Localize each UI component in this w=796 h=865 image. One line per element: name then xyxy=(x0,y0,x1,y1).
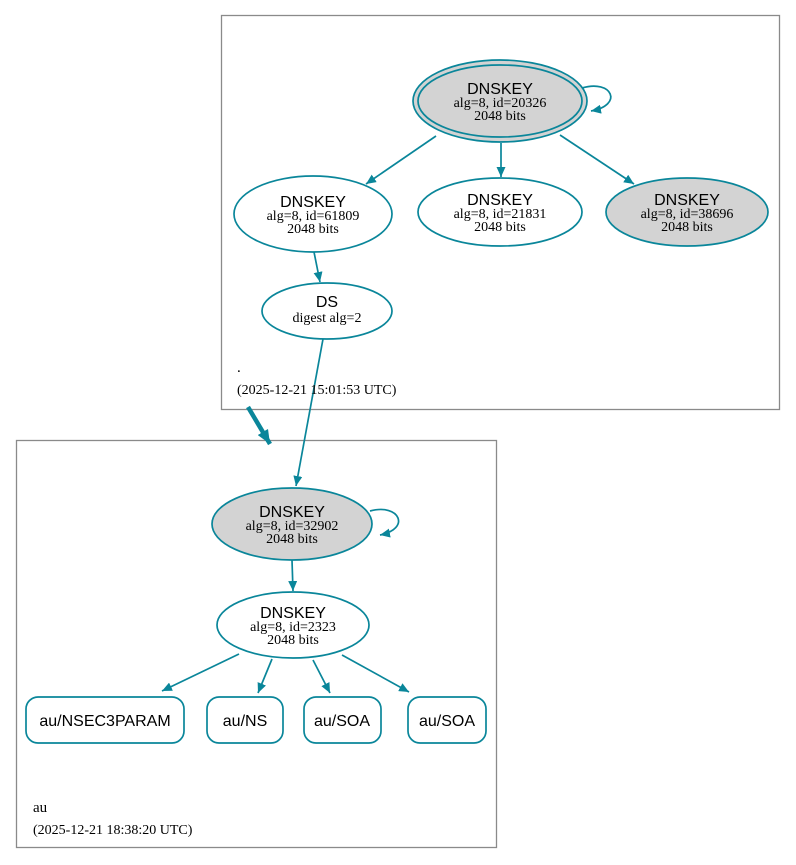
node-root-dnskey-38696[interactable]: DNSKEY alg=8, id=38696 2048 bits xyxy=(605,177,769,247)
root-dnskey-61809-ellipse[interactable] xyxy=(233,175,393,253)
rrset-soa-2-label: au/SOA xyxy=(419,713,475,730)
ds-digest-alg: digest alg=2 xyxy=(293,311,362,326)
edge-zsk-to-ns xyxy=(257,658,273,694)
edge-ds-to-au-ksk xyxy=(293,338,324,487)
au-zsk-title: DNSKEY xyxy=(260,605,326,622)
root-ksk-bits: 2048 bits xyxy=(474,109,526,124)
au-zone-name: au xyxy=(33,800,48,816)
root-dnskey-21831-bits: 2048 bits xyxy=(474,220,526,235)
root-dnskey-21831-ellipse[interactable] xyxy=(417,177,583,247)
node-root-ksk-20326[interactable]: DNSKEY alg=8, id=20326 2048 bits xyxy=(412,59,588,143)
edge-zsk-to-soa-1 xyxy=(312,659,331,694)
edge-root-ksk-to-dnskey-61809 xyxy=(365,135,437,185)
au-zsk-alg-id: alg=8, id=2323 xyxy=(250,620,336,635)
rrset-soa-2-box[interactable] xyxy=(407,696,487,744)
root-dnskey-38696-ellipse[interactable] xyxy=(605,177,769,247)
edge-dnskey-61809-to-ds xyxy=(313,251,323,283)
node-root-dnskey-61809[interactable]: DNSKEY alg=8, id=61809 2048 bits xyxy=(233,175,393,253)
rrset-nsec3param-box[interactable] xyxy=(25,696,185,744)
au-ksk-bits: 2048 bits xyxy=(266,532,318,547)
edge-au-ksk-to-zsk-2323 xyxy=(288,559,298,592)
au-ksk-title: DNSKEY xyxy=(259,504,325,521)
node-root-dnskey-21831[interactable]: DNSKEY alg=8, id=21831 2048 bits xyxy=(417,177,583,247)
rrset-soa-1-box[interactable] xyxy=(303,696,382,744)
node-au-ksk-32902[interactable]: DNSKEY alg=8, id=32902 2048 bits xyxy=(211,487,373,561)
root-dnskey-61809-title: DNSKEY xyxy=(280,194,346,211)
ds-ellipse[interactable] xyxy=(261,282,393,340)
node-ds-au[interactable]: DS digest alg=2 xyxy=(261,282,393,340)
edge-zsk-to-soa-2 xyxy=(341,654,410,693)
edge-root-ksk-self-loop xyxy=(581,85,612,114)
rrset-ns-label: au/NS xyxy=(223,713,267,730)
root-zone-name: . xyxy=(237,360,241,376)
au-zsk-ellipse[interactable] xyxy=(216,591,370,659)
root-dnskey-38696-alg-id: alg=8, id=38696 xyxy=(641,207,734,222)
rrset-soa-1-label: au/SOA xyxy=(314,713,370,730)
root-dnskey-38696-bits: 2048 bits xyxy=(661,220,713,235)
root-dnskey-61809-alg-id: alg=8, id=61809 xyxy=(267,209,360,224)
root-dnskey-38696-title: DNSKEY xyxy=(654,192,720,209)
rrset-nsec3param-label: au/NSEC3PARAM xyxy=(39,713,170,730)
root-ksk-outer-ellipse[interactable] xyxy=(412,59,588,143)
node-rrset-au-nsec3param[interactable]: au/NSEC3PARAM xyxy=(25,696,185,744)
node-rrset-au-soa-1[interactable]: au/SOA xyxy=(303,696,382,744)
edge-root-zone-to-au-zone-delegation xyxy=(246,405,272,446)
node-rrset-au-soa-2[interactable]: au/SOA xyxy=(407,696,487,744)
edge-root-ksk-to-dnskey-38696 xyxy=(559,134,635,185)
ds-title: DS xyxy=(316,294,338,311)
root-zone-timestamp: (2025-12-21 15:01:53 UTC) xyxy=(237,383,397,398)
root-dnskey-21831-alg-id: alg=8, id=21831 xyxy=(454,207,547,222)
edge-zsk-to-nsec3param xyxy=(161,653,240,692)
au-zsk-bits: 2048 bits xyxy=(267,633,319,648)
au-zone-timestamp: (2025-12-21 18:38:20 UTC) xyxy=(33,823,193,838)
edge-au-ksk-self-loop xyxy=(369,508,400,538)
au-ksk-ellipse[interactable] xyxy=(211,487,373,561)
root-dnskey-61809-bits: 2048 bits xyxy=(287,222,339,237)
au-ksk-alg-id: alg=8, id=32902 xyxy=(246,519,339,534)
root-ksk-inner-ellipse xyxy=(417,64,583,138)
node-rrset-au-ns[interactable]: au/NS xyxy=(206,696,284,744)
rrset-ns-box[interactable] xyxy=(206,696,284,744)
node-au-zsk-2323[interactable]: DNSKEY alg=8, id=2323 2048 bits xyxy=(216,591,370,659)
root-dnskey-21831-title: DNSKEY xyxy=(467,192,533,209)
root-ksk-alg-id: alg=8, id=20326 xyxy=(454,96,547,111)
root-ksk-title: DNSKEY xyxy=(467,81,533,98)
